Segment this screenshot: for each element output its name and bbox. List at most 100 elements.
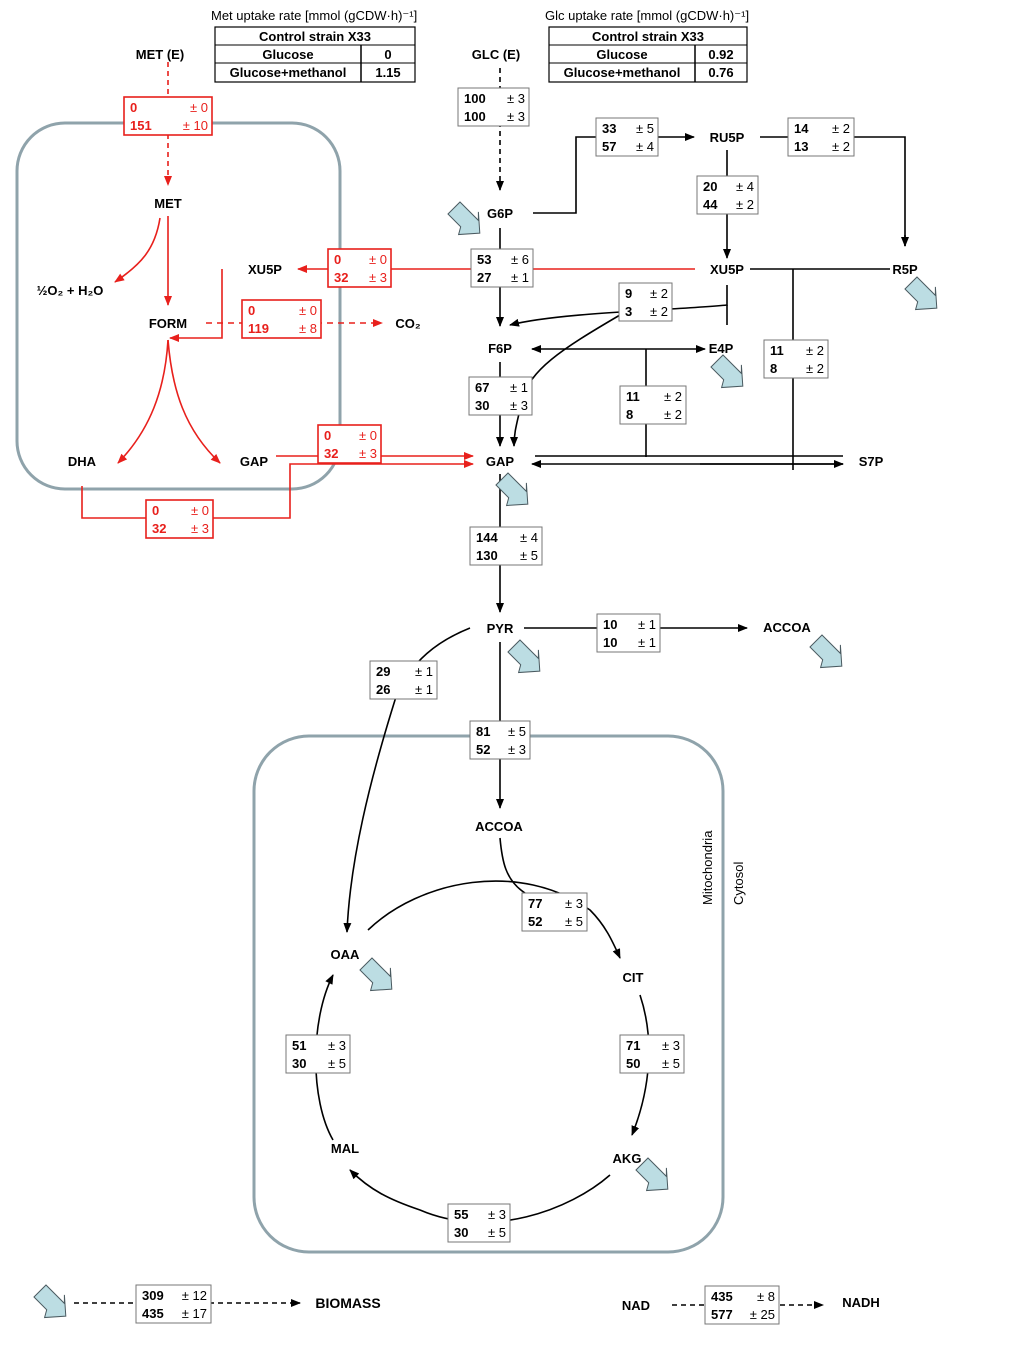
- s7p-label: S7P: [859, 454, 884, 469]
- flux-tkt1-glucmeth-error: ± 2: [650, 304, 668, 319]
- drain-arrow-legend: [28, 1280, 77, 1328]
- co2-label: CO₂: [395, 316, 421, 331]
- drain-arrow-r5p: [899, 272, 948, 320]
- flux-dha-gap-glucmeth-value: 32: [152, 521, 166, 536]
- flux-box-pyr-accoa: 10± 110± 1: [596, 613, 661, 653]
- flux-cit-syn-glucose-error: ± 3: [565, 896, 583, 911]
- flux-pyr-oaa-glucose-value: 29: [376, 664, 390, 679]
- flux-biomass-glucose-error: ± 12: [182, 1288, 207, 1303]
- drain-arrow-e4p: [705, 350, 754, 398]
- xu5p-label: XU5P: [710, 262, 744, 277]
- flux-f6p-gap-glucose-value: 67: [475, 380, 489, 395]
- flux-tal-glucmeth-error: ± 2: [806, 361, 824, 376]
- accoa-mit-label: ACCOA: [475, 819, 523, 834]
- glc-uptake-table: Glc uptake rate [mmol (gCDW·h)⁻¹] Contro…: [545, 8, 749, 83]
- flux-met-uptake-glucose-error: ± 0: [190, 100, 208, 115]
- flux-box-g6p-f6p: 53± 627± 1: [470, 248, 534, 288]
- e4p-label: E4P: [709, 341, 734, 356]
- flux-f6p-gap-glucose-error: ± 1: [510, 380, 528, 395]
- glc-e-label: GLC (E): [472, 47, 520, 62]
- flux-tkt2-glucmeth-error: ± 2: [664, 407, 682, 422]
- met-uptake-title: Met uptake rate [mmol (gCDW·h)⁻¹]: [211, 8, 417, 23]
- metabolite-labels: MET (E) GLC (E) MET ½O₂ + H₂O XU5P FORM …: [37, 47, 918, 1313]
- dha-label: DHA: [68, 454, 97, 469]
- flux-tkt1-glucose-value: 9: [625, 286, 632, 301]
- flux-gap-perox-glucmeth-value: 32: [324, 446, 338, 461]
- flux-gap-pyr-glucose-error: ± 4: [520, 530, 538, 545]
- flux-g6p-ru5p-glucose-error: ± 5: [636, 121, 654, 136]
- flux-glc-uptake-glucmeth-error: ± 3: [507, 109, 525, 124]
- flux-tal-glucose-error: ± 2: [806, 343, 824, 358]
- flux-g6p-f6p-glucose-error: ± 6: [511, 252, 529, 267]
- flux-ru5p-r5p-glucose-error: ± 2: [832, 121, 850, 136]
- met-label: MET: [154, 196, 182, 211]
- flux-f6p-gap-glucmeth-error: ± 3: [510, 398, 528, 413]
- flux-dha-gap-glucose-value: 0: [152, 503, 159, 518]
- o2-h2o-label: ½O₂ + H₂O: [37, 283, 104, 298]
- flux-pyr-oaa-glucose-error: ± 1: [415, 664, 433, 679]
- flux-dha-gap-glucmeth-error: ± 3: [191, 521, 209, 536]
- flux-ru5p-r5p-glucmeth-value: 13: [794, 139, 808, 154]
- flux-nadh-glucmeth-error: ± 25: [750, 1307, 775, 1322]
- flux-pyr-accoa-glucose-value: 10: [603, 617, 617, 632]
- flux-cit-akg-glucmeth-value: 50: [626, 1056, 640, 1071]
- flux-form-co2-glucmeth-value: 119: [248, 321, 269, 336]
- gap-perox-label: GAP: [240, 454, 269, 469]
- drain-arrow-pyr: [502, 635, 551, 683]
- flux-pyr-oaa-glucmeth-value: 26: [376, 682, 390, 697]
- flux-box-tkt2: 11± 28± 2: [619, 385, 687, 425]
- flux-cit-syn-glucose-value: 77: [528, 896, 542, 911]
- flux-f6p-gap-glucmeth-value: 30: [475, 398, 489, 413]
- mitochondria-label: Mitochondria: [700, 830, 715, 905]
- pyr-label: PYR: [487, 621, 514, 636]
- glc-row-glucose-value: 0.92: [708, 47, 733, 62]
- flux-box-f6p-gap: 67 ± 1 30 ± 3: [468, 376, 533, 416]
- met-row-glucmeth-label: Glucose+methanol: [230, 65, 347, 80]
- flux-glc-uptake-glucmeth-value: 100: [464, 109, 486, 124]
- glc-row-glucose-label: Glucose: [596, 47, 647, 62]
- flux-xu5p-to-perox-glucose-value: 0: [334, 252, 341, 267]
- methanol-pathway-arrows: [81, 62, 695, 519]
- flux-cit-syn-glucmeth-error: ± 5: [565, 914, 583, 929]
- flux-gap-pyr-glucmeth-value: 130: [476, 548, 498, 563]
- flux-xu5p-to-perox-glucmeth-error: ± 3: [369, 270, 387, 285]
- flux-pyr-mit-glucmeth-error: ± 3: [508, 742, 526, 757]
- accoa-cyt-label: ACCOA: [763, 620, 811, 635]
- flux-box-cit-akg: 71± 350± 5: [619, 1034, 685, 1074]
- flux-tkt2-glucmeth-value: 8: [626, 407, 633, 422]
- flux-gap-perox-glucmeth-error: ± 3: [359, 446, 377, 461]
- flux-pyr-mit-glucose-value: 81: [476, 724, 490, 739]
- met-table-header: Control strain X33: [259, 29, 371, 44]
- r5p-label: R5P: [892, 262, 918, 277]
- flux-ru5p-xu5p-glucose-error: ± 4: [736, 179, 754, 194]
- flux-tkt1-glucose-error: ± 2: [650, 286, 668, 301]
- flux-box-tkt1: 9± 23± 2: [618, 282, 673, 322]
- akg-label: AKG: [613, 1151, 642, 1166]
- flux-box-xu5p-to-perox: 0± 032± 3: [327, 248, 392, 288]
- flux-cit-akg-glucose-value: 71: [626, 1038, 640, 1053]
- flux-mal-oaa-glucmeth-error: ± 5: [328, 1056, 346, 1071]
- met-e-label: MET (E): [136, 47, 184, 62]
- flux-met-uptake-glucmeth-error: ± 10: [183, 118, 208, 133]
- g6p-label: G6P: [487, 206, 513, 221]
- flux-box-g6p-ru5p: 33± 557± 4: [595, 117, 659, 157]
- flux-box-tal: 11± 28± 2: [763, 339, 829, 379]
- flux-gap-perox-glucose-value: 0: [324, 428, 331, 443]
- nad-label: NAD: [622, 1298, 650, 1313]
- glc-row-glucmeth-label: Glucose+methanol: [564, 65, 681, 80]
- drain-arrow-oaa: [354, 953, 403, 1001]
- flux-form-co2-glucmeth-error: ± 8: [299, 321, 317, 336]
- flux-biomass-glucose-value: 309: [142, 1288, 164, 1303]
- flux-xu5p-to-perox-glucmeth-value: 32: [334, 270, 348, 285]
- glc-uptake-title: Glc uptake rate [mmol (gCDW·h)⁻¹]: [545, 8, 749, 23]
- flux-nadh-glucose-error: ± 8: [757, 1289, 775, 1304]
- flux-glc-uptake-glucose-value: 100: [464, 91, 486, 106]
- flux-ru5p-xu5p-glucmeth-value: 44: [703, 197, 718, 212]
- flux-nadh-glucmeth-value: 577: [711, 1307, 733, 1322]
- flux-tkt2-glucose-value: 11: [626, 389, 640, 404]
